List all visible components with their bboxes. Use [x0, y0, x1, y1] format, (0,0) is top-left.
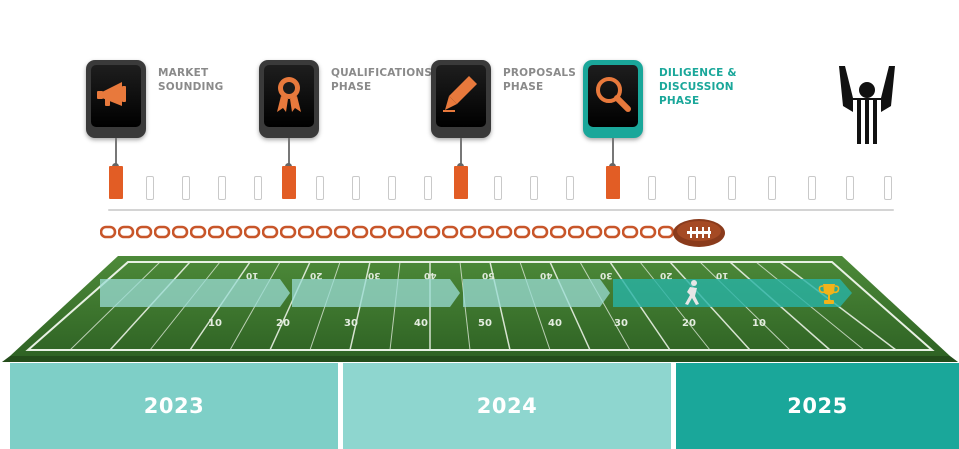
timeline-tick [648, 176, 656, 200]
near-yard-number: 20 [276, 318, 290, 329]
runner-icon [685, 280, 699, 305]
chain-icon [100, 222, 678, 242]
progress-arrow-4 [613, 279, 852, 307]
phase-marker-2 [282, 166, 296, 199]
football-icon [673, 219, 725, 247]
near-yard-number: 30 [344, 318, 358, 329]
referee-touchdown-icon [839, 66, 895, 144]
timeline-tick [494, 176, 502, 200]
ribbon-award-icon [277, 77, 301, 112]
fountain-pen-icon [443, 76, 477, 112]
near-yard-number: 10 [208, 318, 222, 329]
timeline-track [108, 209, 894, 211]
timeline-tick [182, 176, 190, 200]
phase-stem-3 [460, 138, 462, 166]
phase-label-diligence-discussion: DILIGENCE & DISCUSSION PHASE [659, 67, 737, 107]
phase-label-qualifications: QUALIFICATIONS PHASE [331, 67, 433, 93]
timeline-tick [424, 176, 432, 200]
timeline-tick [254, 176, 262, 200]
phase-stem-4 [612, 138, 614, 166]
timeline-tick [808, 176, 816, 200]
timeline-tick [566, 176, 574, 200]
timeline-tick [218, 176, 226, 200]
phase-diligence-discussion[interactable] [583, 60, 643, 138]
near-yard-number: 40 [548, 318, 562, 329]
near-yard-number: 40 [414, 318, 428, 329]
timeline-tick [316, 176, 324, 200]
phase-marker-3 [454, 166, 468, 199]
timeline-tick [146, 176, 154, 200]
phase-stem-1 [115, 138, 117, 166]
phase-market-sounding[interactable] [86, 60, 146, 138]
progress-arrow-3 [463, 279, 610, 307]
trophy-icon [818, 284, 840, 304]
year-2023[interactable]: 2023 [10, 363, 338, 449]
year-2025[interactable]: 2025 [676, 363, 959, 449]
phase-label-proposals: PROPOSALS PHASE [503, 67, 577, 93]
near-yard-number: 20 [682, 318, 696, 329]
timeline-tick [728, 176, 736, 200]
timeline-tick [884, 176, 892, 200]
timeline-tick [352, 176, 360, 200]
megaphone-icon [97, 82, 126, 106]
phase-marker-4 [606, 166, 620, 199]
progress-arrow-1 [100, 279, 290, 307]
phase-qualifications[interactable] [259, 60, 319, 138]
phase-progress-arrows [100, 279, 852, 307]
phase-proposals[interactable] [431, 60, 491, 138]
near-yard-number: 50 [478, 318, 492, 329]
year-2024[interactable]: 2024 [343, 363, 671, 449]
phase-stem-2 [288, 138, 290, 166]
phase-marker-1 [109, 166, 123, 199]
timeline-tick [530, 176, 538, 200]
timeline-tick [388, 176, 396, 200]
timeline-tick [688, 176, 696, 200]
timeline-tick [768, 176, 776, 200]
timeline-tick [846, 176, 854, 200]
magnifier-icon [596, 77, 631, 112]
near-yard-number: 10 [752, 318, 766, 329]
progress-arrow-2 [292, 279, 460, 307]
near-yard-number: 30 [614, 318, 628, 329]
phase-label-market-sounding: MARKET SOUNDING [158, 67, 224, 93]
